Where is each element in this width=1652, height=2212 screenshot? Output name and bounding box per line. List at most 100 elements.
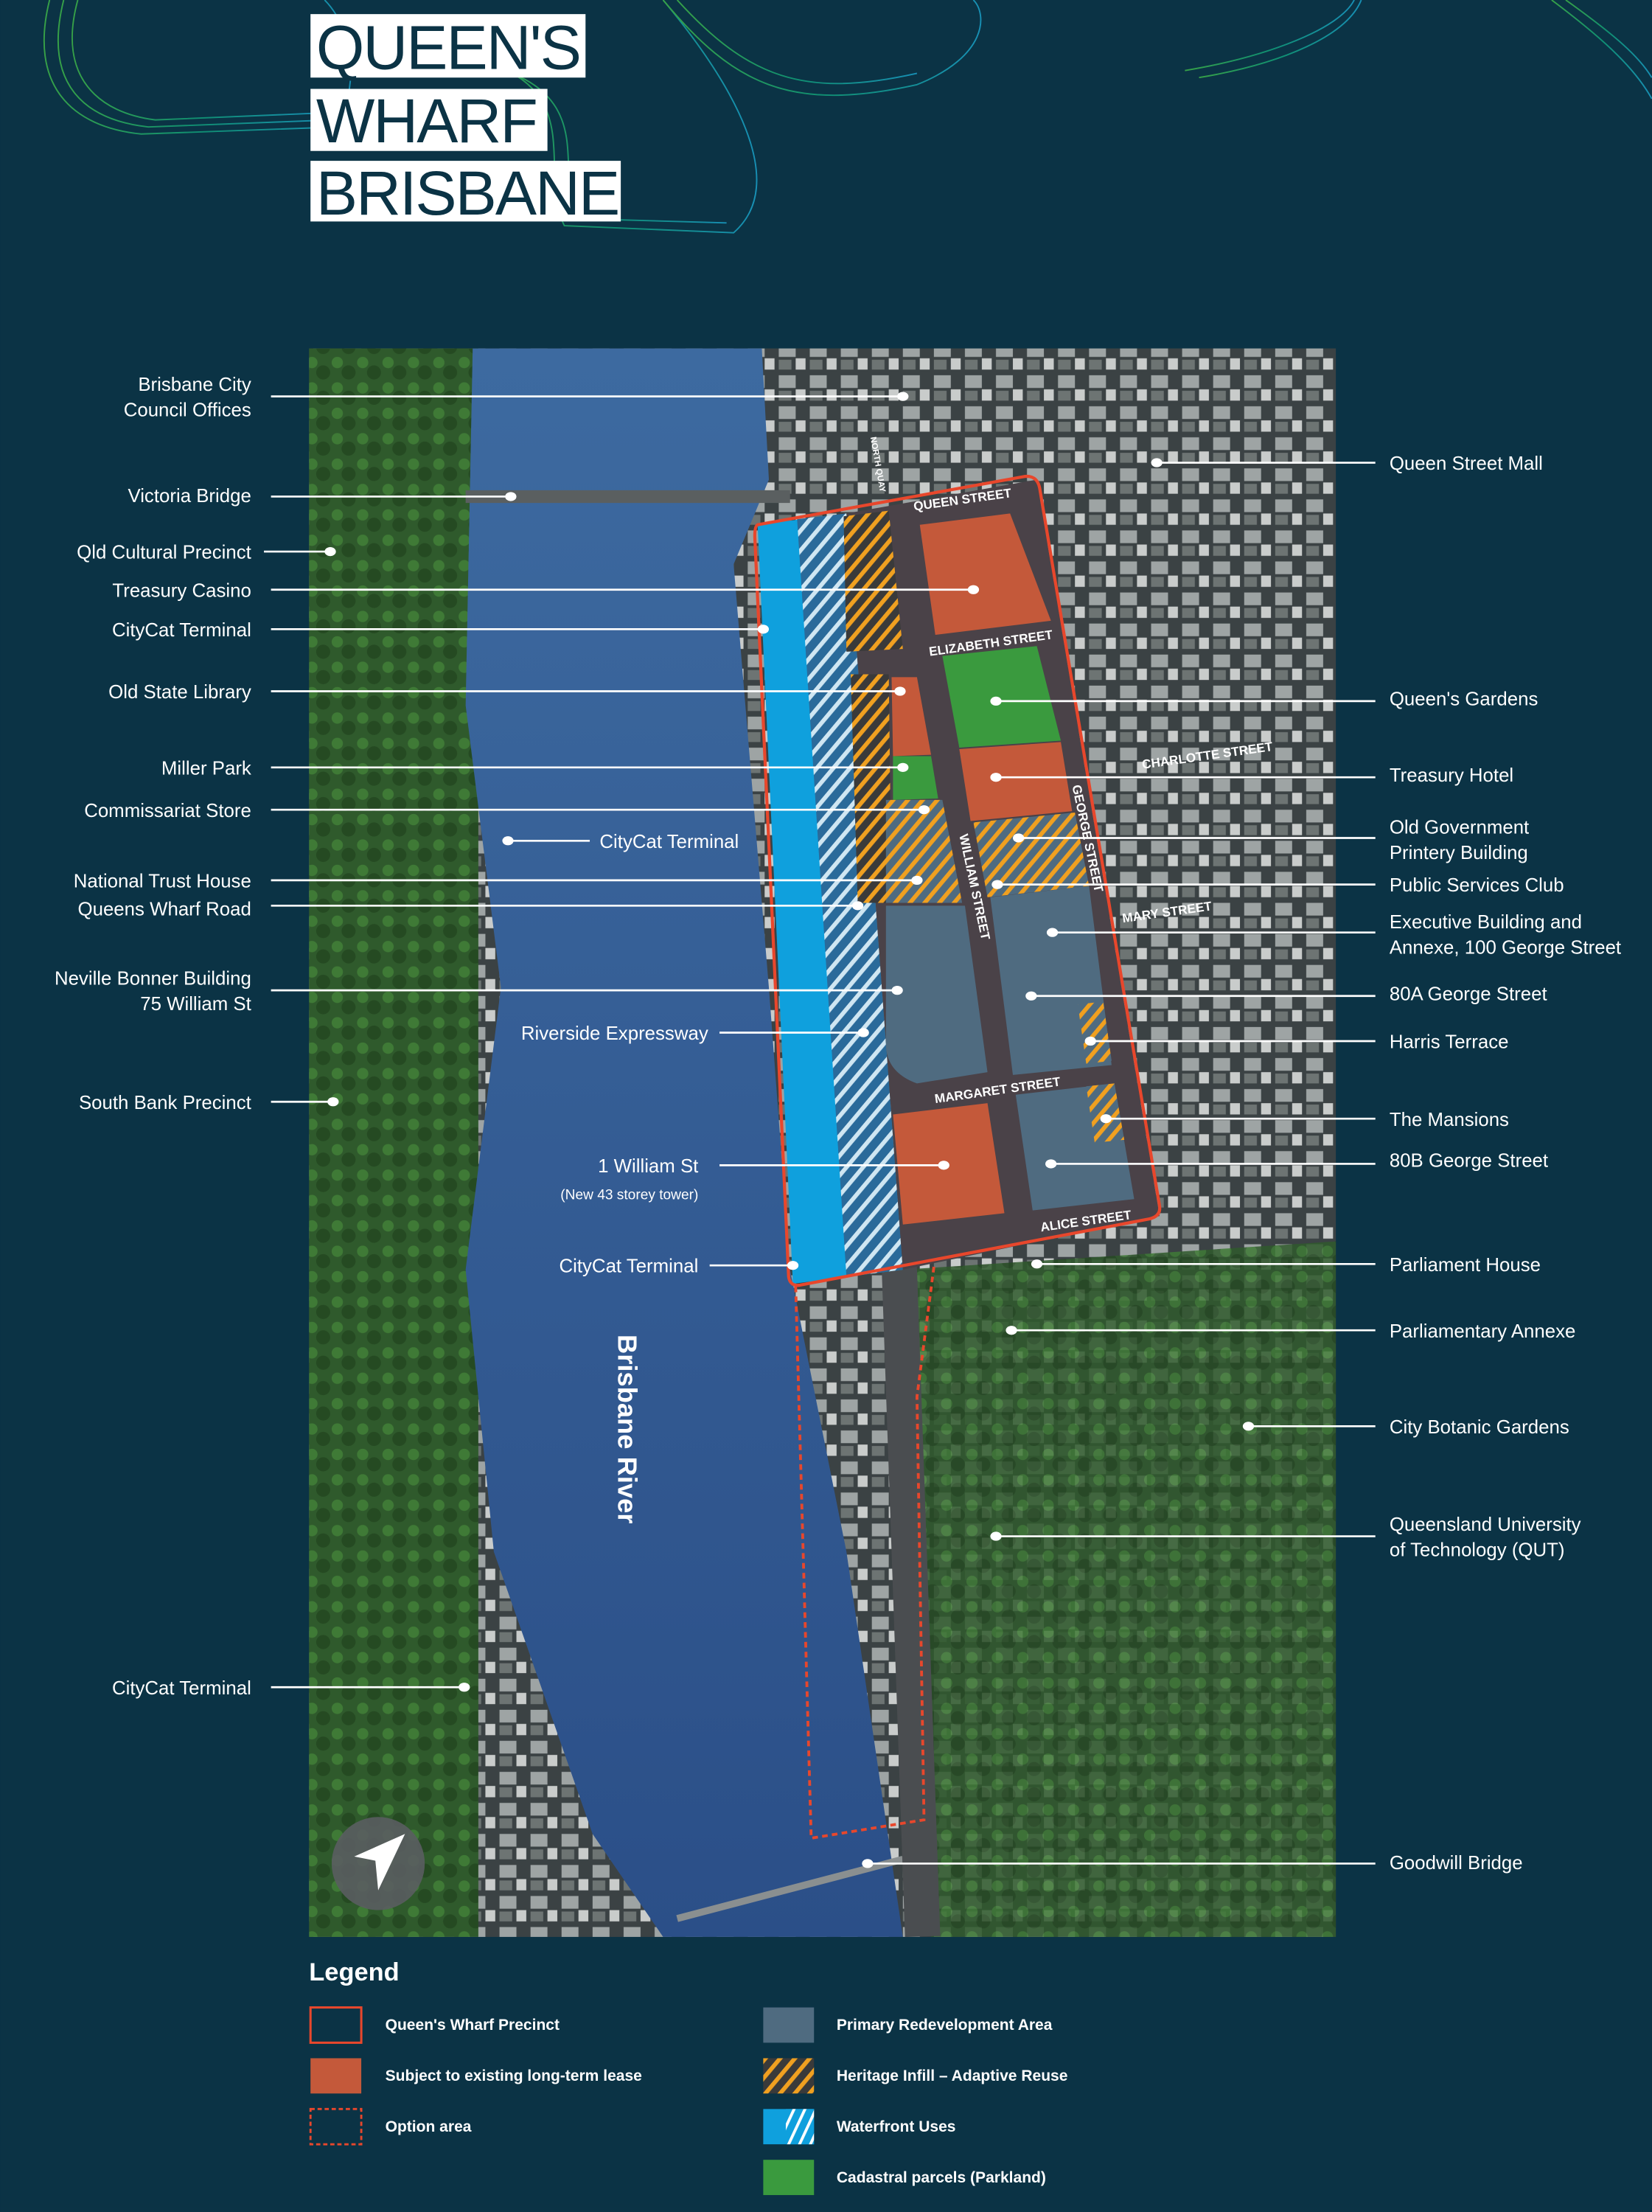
primary-redevelopment-west — [885, 905, 988, 1084]
legend-swatch-option — [309, 2107, 363, 2146]
location-marker-dot — [1045, 1159, 1057, 1169]
brisbane-river — [465, 348, 903, 1937]
callout-commissariat-store: Commissariat Store — [84, 801, 930, 821]
south-bank-parkland — [309, 348, 478, 1937]
title-line-3: BRISBANE — [316, 159, 618, 228]
location-marker-dot — [787, 1261, 799, 1270]
location-marker-dot — [857, 1028, 869, 1037]
callout-label: CityCat Terminal — [112, 1678, 251, 1699]
callout-label: Old State Library — [108, 682, 251, 703]
location-marker-dot — [1046, 928, 1059, 937]
location-marker-dot — [990, 696, 1002, 706]
north-arrow-icon[interactable] — [331, 1817, 425, 1910]
location-marker-dot — [991, 880, 1003, 889]
callout-victoria-bridge: Victoria Bridge — [128, 486, 517, 507]
title-line-1: QUEEN'S — [316, 13, 580, 83]
callout-citycat-terminal: CityCat Terminal — [502, 832, 739, 852]
location-marker-dot — [324, 546, 336, 557]
location-marker-dot — [990, 1531, 1002, 1541]
precinct-boundary — [753, 474, 1162, 1287]
location-marker-dot — [990, 773, 1002, 782]
legend-label-option: Option area — [386, 2118, 472, 2135]
callout-label: Miller Park — [161, 758, 251, 779]
legend-swatch-primary — [763, 2007, 815, 2043]
callout-label: Riverside Expressway — [521, 1023, 708, 1044]
callout-queen-street-mall: Queen Street Mall — [1151, 453, 1543, 474]
legend-title: Legend — [309, 1958, 399, 1986]
callout-label: Public Services Club — [1390, 875, 1564, 896]
aerial-map: QUEEN STREET ELIZABETH STREET CHARLOTTE … — [309, 348, 1336, 1938]
legend-swatch-parkland — [763, 2160, 815, 2196]
callout-miller-park: Miller Park — [161, 758, 909, 779]
legend-label-waterfront: Waterfront Uses — [837, 2118, 956, 2135]
legend-label-lease: Subject to existing long-term lease — [386, 2067, 642, 2084]
location-marker-dot — [1100, 1114, 1112, 1124]
location-marker-dot — [894, 686, 906, 696]
legend-swatch-precinct — [309, 2006, 363, 2044]
callout-label: CityCat Terminal — [559, 1256, 698, 1277]
callout-note: (New 43 storey tower) — [560, 1187, 698, 1203]
location-marker-dot — [1006, 1326, 1017, 1335]
location-marker-dot — [891, 985, 903, 995]
callout-label: Parliamentary Annexe — [1390, 1321, 1576, 1342]
location-marker-dot — [1031, 1259, 1043, 1269]
callout-harris-terrace: Harris Terrace — [1084, 1032, 1508, 1053]
river-label: Brisbane River — [612, 1335, 642, 1524]
callout-parliament-house: Parliament House — [1031, 1255, 1541, 1276]
legend-label-heritage: Heritage Infill – Adaptive Reuse — [837, 2067, 1068, 2084]
callout-label: Queens Wharf Road — [78, 900, 251, 920]
location-marker-dot — [1242, 1422, 1255, 1431]
location-marker-dot — [897, 392, 909, 401]
callout-label: 80B George Street — [1390, 1150, 1548, 1171]
callout-label: Queen Street Mall — [1390, 453, 1543, 474]
callout-label: of Technology (QUT) — [1390, 1540, 1565, 1560]
callout-label: National Trust House — [74, 871, 251, 891]
goodwill-bridge — [676, 1856, 904, 1922]
location-marker-dot — [505, 492, 517, 501]
heritage-printery — [973, 813, 1090, 897]
waterfront-hatch — [797, 513, 903, 1277]
legend-label-parkland: Cadastral parcels (Parkland) — [837, 2169, 1046, 2186]
callout-south-bank-precinct: South Bank Precinct — [79, 1093, 339, 1113]
title-line-2: WHARF — [316, 86, 537, 156]
callout-label: Queen's Gardens — [1390, 689, 1538, 710]
callout-label: Parliament House — [1390, 1255, 1541, 1276]
parkland-miller-park — [893, 756, 938, 800]
callout-public-services-club: Public Services Club — [991, 875, 1564, 896]
location-marker-dot — [918, 805, 930, 815]
callout-label: Victoria Bridge — [128, 486, 251, 507]
callout-label: Queensland University — [1390, 1514, 1581, 1535]
lease-parcel-old-state-library — [891, 677, 932, 757]
location-marker-dot — [502, 836, 514, 846]
location-marker-dot — [851, 901, 864, 911]
decorative-ribbons — [43, 0, 1652, 234]
riverside-expressway — [880, 1240, 941, 1938]
parkland-queens-gardens — [942, 646, 1062, 748]
callout-label: CityCat Terminal — [599, 832, 739, 852]
callout-label: 75 William St — [140, 994, 251, 1015]
location-marker-dot — [938, 1161, 949, 1170]
location-marker-dot — [911, 875, 923, 885]
location-marker-dot — [967, 585, 980, 594]
heritage-the-mansions — [1086, 1083, 1125, 1143]
callout-label: South Bank Precinct — [79, 1093, 251, 1113]
callout-label: Treasury Hotel — [1390, 765, 1513, 786]
callout-label: The Mansions — [1390, 1110, 1509, 1130]
callout-label: Brisbane City — [138, 375, 251, 395]
callout-goodwill-bridge: Goodwill Bridge — [862, 1853, 1523, 1874]
heritage-commissariat — [885, 799, 963, 903]
callout-label: Council Offices — [124, 400, 251, 420]
callout-queens-wharf-road: Queens Wharf Road — [78, 900, 864, 920]
callout-queensland-university-of-technology-qut: Queensland University of Technology (QUT) — [990, 1514, 1581, 1560]
callout-label: 80A George Street — [1390, 984, 1547, 1005]
callout-label: Qld Cultural Precinct — [77, 543, 251, 563]
callout-label: Printery Building — [1390, 843, 1528, 863]
callout-queen-s-gardens: Queen's Gardens — [990, 689, 1538, 710]
location-marker-dot — [327, 1097, 339, 1107]
callout-label: Executive Building and — [1390, 912, 1582, 933]
legend: Legend Queen's Wharf Precinct Subject to… — [309, 1958, 1068, 2196]
callout-label: Commissariat Store — [84, 801, 251, 821]
